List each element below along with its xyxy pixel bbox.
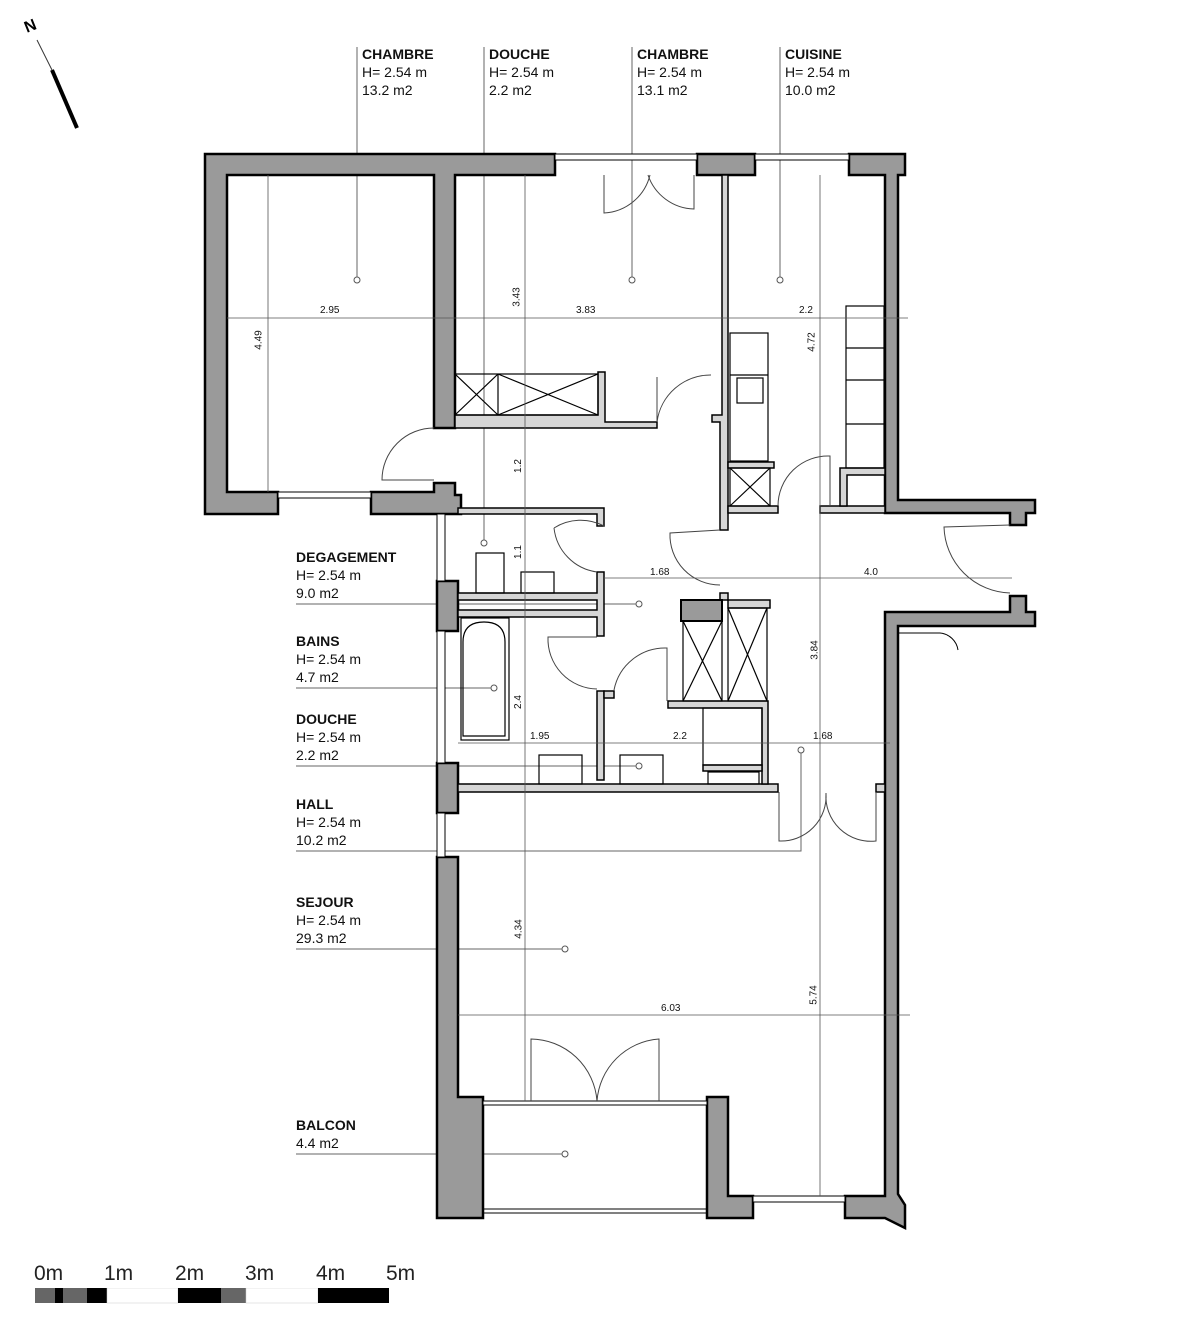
- dim-sejour-width: 6.03: [661, 1003, 681, 1014]
- room-name: CHAMBRE: [362, 46, 434, 62]
- dim-chambre2-depth: 3.43: [511, 287, 523, 307]
- room-area: 10.0 m2: [785, 82, 836, 98]
- dim-chambre2-width: 3.83: [576, 305, 596, 316]
- room-height: H= 2.54 m: [637, 64, 702, 80]
- dim-cuisine-width: 2.2: [799, 305, 813, 316]
- room-height: H= 2.54 m: [296, 814, 361, 830]
- north-arrow-icon: [36, 39, 79, 129]
- scale-label-2: 2m: [175, 1262, 205, 1285]
- room-height: H= 2.54 m: [489, 64, 554, 80]
- room-name: CUISINE: [785, 46, 842, 62]
- scale-label-0: 0m: [34, 1262, 64, 1285]
- scale-label-3: 3m: [245, 1262, 275, 1285]
- room-label-douche-top: DOUCHE H= 2.54 m 2.2 m2: [489, 45, 554, 99]
- dim-degagement-width: 1.68: [650, 567, 670, 578]
- dim-hall-depth: 3.84: [809, 640, 821, 660]
- scale-bar-graphic: [35, 1288, 389, 1304]
- label-leaders-top: [356, 47, 781, 545]
- room-name: DOUCHE: [489, 46, 550, 62]
- dim-chambre1-width: 2.95: [320, 305, 340, 316]
- dim-bains-width: 1.95: [530, 731, 550, 742]
- room-name: DEGAGEMENT: [296, 549, 397, 565]
- room-markers: [353, 276, 805, 1158]
- windows: [277, 153, 850, 1214]
- room-area: 13.2 m2: [362, 82, 413, 98]
- room-area: 4.4 m2: [296, 1135, 339, 1151]
- room-area: 13.1 m2: [637, 82, 688, 98]
- interior-partitions: [454, 174, 886, 793]
- room-height: H= 2.54 m: [296, 651, 361, 667]
- fixtures: [454, 305, 885, 785]
- room-height: H= 2.54 m: [362, 64, 427, 80]
- room-name: CHAMBRE: [637, 46, 709, 62]
- room-label-douche: DOUCHE H= 2.54 m 2.2 m2: [296, 710, 361, 764]
- dim-chambre1-depth: 4.49: [253, 330, 265, 350]
- room-label-balcon: BALCON 4.4 m2: [296, 1116, 356, 1152]
- room-area: 10.2 m2: [296, 832, 347, 848]
- exterior-walls: [203, 152, 1037, 1231]
- dim-corridor-depth: 1.2: [512, 459, 524, 473]
- scale-label-5: 5m: [386, 1262, 416, 1285]
- room-height: H= 2.54 m: [296, 567, 361, 583]
- room-label-sejour: SEJOUR H= 2.54 m 29.3 m2: [296, 893, 361, 947]
- dim-cuisine-depth: 4.72: [806, 332, 818, 352]
- scale-label-1: 1m: [104, 1262, 134, 1285]
- room-area: 4.7 m2: [296, 669, 339, 685]
- dim-entry-width: 4.0: [864, 567, 878, 578]
- room-name: BAINS: [296, 633, 340, 649]
- dim-bains-depth: 2.4: [512, 695, 524, 709]
- shaft: [680, 599, 723, 622]
- dimension-lines: [227, 175, 1012, 1196]
- dim-hall-width: 1.68: [813, 731, 833, 742]
- room-name: BALCON: [296, 1117, 356, 1133]
- room-height: H= 2.54 m: [296, 729, 361, 745]
- room-area: 2.2 m2: [489, 82, 532, 98]
- dim-degagement-depth: 1.1: [512, 545, 524, 559]
- room-name: DOUCHE: [296, 711, 357, 727]
- room-label-degagement: DEGAGEMENT H= 2.54 m 9.0 m2: [296, 548, 396, 602]
- door-swings: [381, 174, 1011, 1102]
- room-label-chambre-1: CHAMBRE H= 2.54 m 13.2 m2: [362, 45, 434, 99]
- room-name: HALL: [296, 796, 334, 812]
- room-label-bains: BAINS H= 2.54 m 4.7 m2: [296, 632, 361, 686]
- room-label-cuisine: CUISINE H= 2.54 m 10.0 m2: [785, 45, 850, 99]
- dim-douche-width: 2.2: [673, 731, 687, 742]
- room-area: 29.3 m2: [296, 930, 347, 946]
- room-label-chambre-2: CHAMBRE H= 2.54 m 13.1 m2: [637, 45, 709, 99]
- scale-label-4: 4m: [316, 1262, 346, 1285]
- room-name: SEJOUR: [296, 894, 354, 910]
- room-height: H= 2.54 m: [296, 912, 361, 928]
- dim-sejour-depth: 4.34: [513, 919, 525, 939]
- room-area: 2.2 m2: [296, 747, 339, 763]
- room-height: H= 2.54 m: [785, 64, 850, 80]
- label-leaders-left: [296, 603, 802, 1155]
- room-label-hall: HALL H= 2.54 m 10.2 m2: [296, 795, 361, 849]
- dim-sejour-total-depth: 5.74: [808, 985, 820, 1005]
- room-area: 9.0 m2: [296, 585, 339, 601]
